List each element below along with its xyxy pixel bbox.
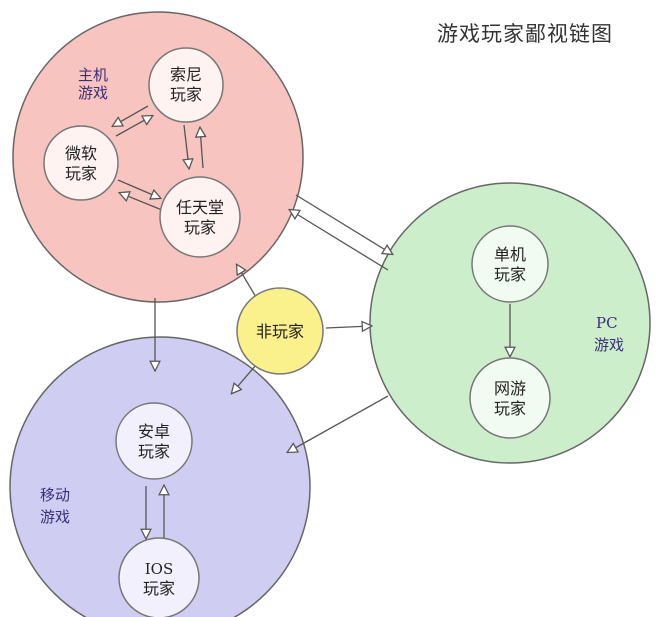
node-microsoft-label: 微软 <box>65 144 97 163</box>
node-standalone-label-2: 玩家 <box>494 265 526 284</box>
node-online-label-2: 玩家 <box>494 399 526 418</box>
node-nongamer-label: 非玩家 <box>256 322 304 341</box>
node-microsoft-label-2: 玩家 <box>65 164 97 183</box>
node-standalone-label: 单机 <box>494 245 526 264</box>
node-ios: IOS 玩家 <box>118 537 200 617</box>
node-ios-label-2: 玩家 <box>143 579 175 598</box>
node-android: 安卓 玩家 <box>115 402 193 480</box>
pc-group-label: PC <box>596 314 618 332</box>
mobile-group-label: 移动 <box>40 486 70 504</box>
node-standalone: 单机 玩家 <box>471 225 549 303</box>
node-sony-label: 索尼 <box>170 65 202 84</box>
console-group-label: 主机 <box>78 66 108 84</box>
node-sony: 索尼 玩家 <box>148 47 224 123</box>
node-online: 网游 玩家 <box>469 357 551 439</box>
pc-group-label-2: 游戏 <box>594 336 624 354</box>
node-android-label-2: 玩家 <box>138 442 170 461</box>
node-online-label: 网游 <box>494 379 526 398</box>
diagram-title: 游戏玩家鄙视链图 <box>437 22 613 46</box>
mobile-group-label-2: 游戏 <box>40 508 70 526</box>
node-nintendo-label: 任天堂 <box>176 198 224 217</box>
console-group-label-2: 游戏 <box>78 84 108 102</box>
node-nintendo: 任天堂 玩家 <box>159 176 241 258</box>
node-android-label: 安卓 <box>138 422 170 441</box>
node-microsoft: 微软 玩家 <box>43 125 119 201</box>
node-nongamer: 非玩家 <box>236 287 324 375</box>
arrows <box>113 105 510 538</box>
node-ios-label: IOS <box>145 560 174 578</box>
node-sony-label-2: 玩家 <box>170 85 202 104</box>
node-nintendo-label-2: 玩家 <box>184 218 216 237</box>
